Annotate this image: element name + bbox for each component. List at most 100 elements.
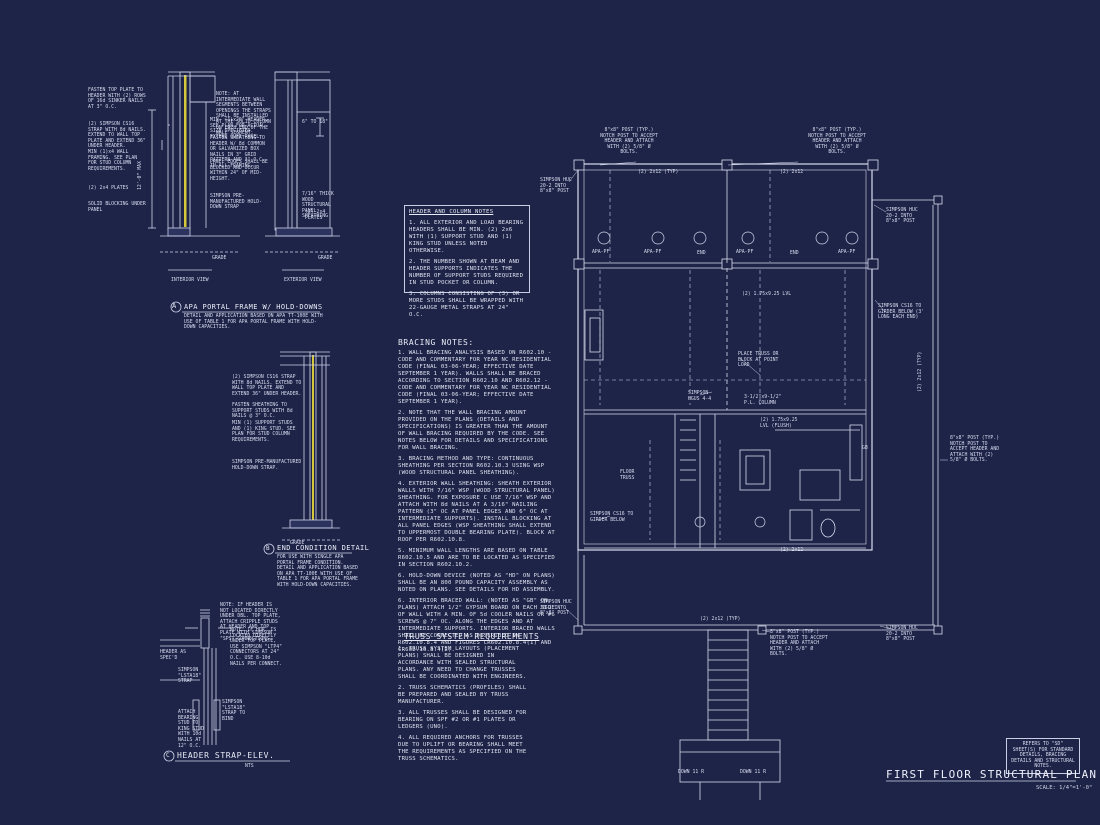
floor-plan-span-lines — [584, 170, 866, 540]
bracing-note-6: 6. HOLD-DOWN DEVICE (NOTED AS "HD" ON PL… — [398, 573, 555, 593]
detail-b-marker — [263, 543, 275, 555]
callout-post-bottom: 8"x8" POST (TYP.) NOTCH POST TO ACCEPT H… — [770, 630, 828, 658]
callout-simpson-top-left: SIMPSON HUC 20-2 INTO 8"x8" POST — [540, 178, 572, 195]
detail-a-interior-view-label: INTERIOR VIEW — [171, 278, 209, 283]
plan-scale: SCALE: 1/4"=1'-0" — [1036, 785, 1093, 791]
detail-c-note-bind: SIMPSON "LSTA18" STRAP TO BIND — [222, 700, 246, 722]
gb-tag: GB — [862, 446, 868, 451]
detail-c-title: HEADER STRAP-ELEV. — [177, 751, 275, 760]
detail-a-note-framing: MIN (1)x4 WALL FRAMING. SEE PLAN FOR STU… — [88, 150, 138, 172]
detail-a-note-fasten: FASTEN SHEATHING TO HEADER W/ 8d COMMON … — [210, 136, 265, 169]
detail-b-grade: GRADE — [290, 541, 305, 546]
floor-plan-column-markers — [597, 231, 859, 528]
detail-a-grade-int: GRADE — [212, 256, 227, 261]
callout-lvl-flush: (2) 1.75x9.25 LVL (FLUSH) — [760, 418, 798, 429]
truss-note-1: 1. TRUSS SYSTEM LAYOUTS (PLACEMENT PLANS… — [398, 646, 527, 680]
detail-a-interior-section — [148, 71, 240, 271]
callout-cs16-left: SIMPSON CS16 TO GIRDER BELOW — [590, 512, 634, 523]
detail-c-scale: NTS — [245, 764, 254, 769]
header-note-3: 3. COLUMNS CONSISTING OF (3) OR MORE STU… — [409, 291, 524, 318]
bracing-note-5: 5. MINIMUM WALL LENGTHS ARE BASED ON TAB… — [398, 548, 555, 568]
bracing-notes-list: 1. WALL BRACING ANALYSIS BASED ON R602.1… — [398, 350, 558, 654]
floor-plan-walls — [573, 159, 943, 800]
detail-b-subtitle: FOR USE WITH SINGLE APA PORTAL FRAME CON… — [277, 555, 358, 588]
detail-c-header-strap — [160, 609, 232, 745]
header-note-2: 2. THE NUMBER SHOWN AT BEAM AND HEADER S… — [409, 259, 524, 286]
detail-a-note-sheathing: 7/16" THICK WOOD STRUCTURAL PANEL SHEATH… — [302, 192, 334, 220]
post-tag-3: APA-PF — [736, 250, 754, 255]
callout-cs16-right: SIMPSON CS16 TO GIRDER BELOW (3' LONG EA… — [878, 304, 925, 321]
bracing-note-2: 2. NOTE THAT THE WALL BRACING AMOUNT PRO… — [398, 410, 548, 451]
callout-floor-truss: FLOOR TRUSS — [620, 470, 635, 481]
callout-post-right: 8"x8" POST (TYP.) NOTCH POST TO ACCEPT H… — [950, 436, 1000, 464]
truss-note-4: 4. ALL REQUIRED ANCHORS FOR TRUSSES DUE … — [398, 735, 527, 762]
callout-hgus: SIMPSON HGUS 4-4 — [688, 391, 712, 402]
detail-a-marker — [170, 301, 182, 313]
detail-b-end-condition — [280, 351, 340, 541]
header-tag-1: (2) 2x12 (TYP) — [638, 170, 679, 175]
post-tag-1: APA-PF — [592, 250, 610, 255]
detail-a-exterior-view-label: EXTERIOR VIEW — [284, 278, 322, 283]
detail-a-dim-height: 12'-0" MAX — [138, 161, 143, 190]
detail-c-note-located: NOTE: IF HDR. IS LOCATED DIRECTLY UNDER … — [230, 628, 282, 667]
bracing-note-7: 6. INTERIOR BRACED WALL: (NOTED AS "GB" … — [398, 598, 555, 653]
detail-c-note-lsta: SIMPSON "LSTA18" STRAP — [178, 668, 202, 685]
plan-title: FIRST FLOOR STRUCTURAL PLAN — [886, 768, 1098, 781]
detail-b-title: END CONDITION DETAIL — [277, 544, 370, 552]
detail-a-title: APA PORTAL FRAME W/ HOLD-DOWNS — [184, 303, 323, 311]
truss-requirements-title: TRUSS SYSTEM REQUIREMENTS — [404, 632, 540, 641]
bracing-notes-title: BRACING NOTES: — [398, 338, 474, 347]
detail-a-note-strap: (2) SIMPSON CS16 STRAP WITH 8d NAILS. EX… — [88, 122, 146, 150]
detail-c-marker — [163, 750, 175, 762]
bracing-note-3: 3. BRACING METHOD AND TYPE: CONTINUOUS S… — [398, 456, 545, 476]
plan-dim-right: (2) 2x12 (TYP) — [918, 351, 923, 392]
bracing-note-4: 4. EXTERIOR WALL SHEATHING: SHEATH EXTER… — [398, 481, 555, 543]
callout-pl-column: 3-1/2"x9-1/2" P.L. COLUMN — [744, 395, 782, 406]
callout-post-top-left: 8"x8" POST (TYP.) NOTCH POST TO ACCEPT H… — [600, 128, 658, 156]
detail-c-note-header: HEADER AS SPEC'D — [160, 650, 186, 661]
detail-a-note-header: MIN. (1)x20" HEADER, SEE PLAN FOR ACTUAL… — [210, 118, 268, 140]
callout-simpson-bottom-left: SIMPSON HUC 20-2 INTO 8"x8" POST — [540, 600, 572, 617]
detail-b-note-fasten: FASTEN SHEATHING TO SUPPORT STUDS WITH 8… — [232, 403, 293, 420]
stair-down-1: DOWN 11 R — [678, 770, 704, 775]
detail-a-letter: A — [172, 302, 177, 310]
callout-point-load: PLACE TRUSS OR BLOCK AT POINT LOAD — [738, 352, 779, 369]
header-tag-2: (2) 2x12 — [780, 170, 804, 175]
end-tag-2: END — [790, 251, 799, 256]
detail-a-note-blocking: SOLID BLOCKING UNDER PANEL — [88, 202, 146, 213]
detail-a-note-intermediate: NOTE: AT INTERMEDIATE WALL SEGMENTS BETW… — [216, 92, 271, 137]
end-tag-1: END — [697, 251, 706, 256]
callout-post-top-right: 8"x8" POST (TYP.) NOTCH POST TO ACCEPT H… — [808, 128, 866, 156]
detail-b-letter: B — [266, 545, 270, 552]
detail-a-note-top-plate: FASTEN TOP PLATE TO HEADER WITH (2) ROWS… — [88, 88, 146, 110]
bracing-note-1: 1. WALL BRACING ANALYSIS BASED ON R602.1… — [398, 350, 552, 405]
detail-c-letter: C — [166, 752, 170, 759]
post-tag-4: APA-PF — [838, 250, 856, 255]
detail-c-note-bearing: ATTACH BEARING STUD TO KING STUD WITH 10… — [178, 710, 204, 749]
callout-simpson-bottom-right: SIMPSON HUC 20-2 INTO 8"x8" POST — [886, 626, 918, 643]
detail-a-note-plates-ext: (2) 2x4 PLATES — [305, 210, 326, 221]
stair-down-2: DOWN 11 R — [740, 770, 766, 775]
truss-note-3: 3. ALL TRUSSES SHALL BE DESIGNED FOR BEA… — [398, 710, 527, 730]
header-column-notes-box: HEADER AND COLUMN NOTES 1. ALL EXTERIOR … — [404, 205, 530, 318]
callout-lvl-top: (2) 1.75x9.25 LVL — [742, 292, 792, 297]
detail-b-note-strap: (2) SIMPSON CS16 STRAP WITH 8d NAILS. EX… — [232, 375, 302, 397]
detail-b-note-holddown: SIMPSON PRE-MANUFACTURED HOLD-DOWN STRAP… — [232, 460, 302, 471]
detail-a-note-plates: (2) 2x4 PLATES — [88, 186, 129, 191]
callout-simpson-top-right: SIMPSON HUC 20-2 INTO 8"x8" POST — [886, 208, 918, 225]
detail-a-subtitle: DETAIL AND APPLICATION BASED ON APA TT-1… — [184, 314, 323, 331]
detail-a-note-holddown: SIMPSON PRE-MANUFACTURED HOLD-DOWN STRAP — [210, 194, 262, 211]
post-tag-2: APA-PF — [644, 250, 662, 255]
detail-a-exterior-section — [265, 71, 340, 271]
floor-plan-leaders — [564, 161, 948, 633]
detail-a-note-panel-edges: PANEL EDGES SHALL BE BLOCKED AND OCCUR W… — [210, 160, 268, 182]
header-tag-3: (2) 2x12 — [780, 548, 804, 553]
refer-note-box: REFERS TO "SD" SHEET(S) FOR STANDARD DET… — [1006, 738, 1080, 774]
detail-a-grade-ext: GRADE — [318, 256, 333, 261]
header-tag-4: (2) 2x12 (TYP) — [700, 617, 741, 622]
detail-b-note-support: MIN (1) SUPPORT STUDS AND (1) KING STUD.… — [232, 421, 296, 443]
truss-note-2: 2. TRUSS SCHEMATICS (PROFILES) SHALL BE … — [398, 685, 527, 705]
detail-a-dim-header: 6" TO 18" — [302, 120, 328, 125]
